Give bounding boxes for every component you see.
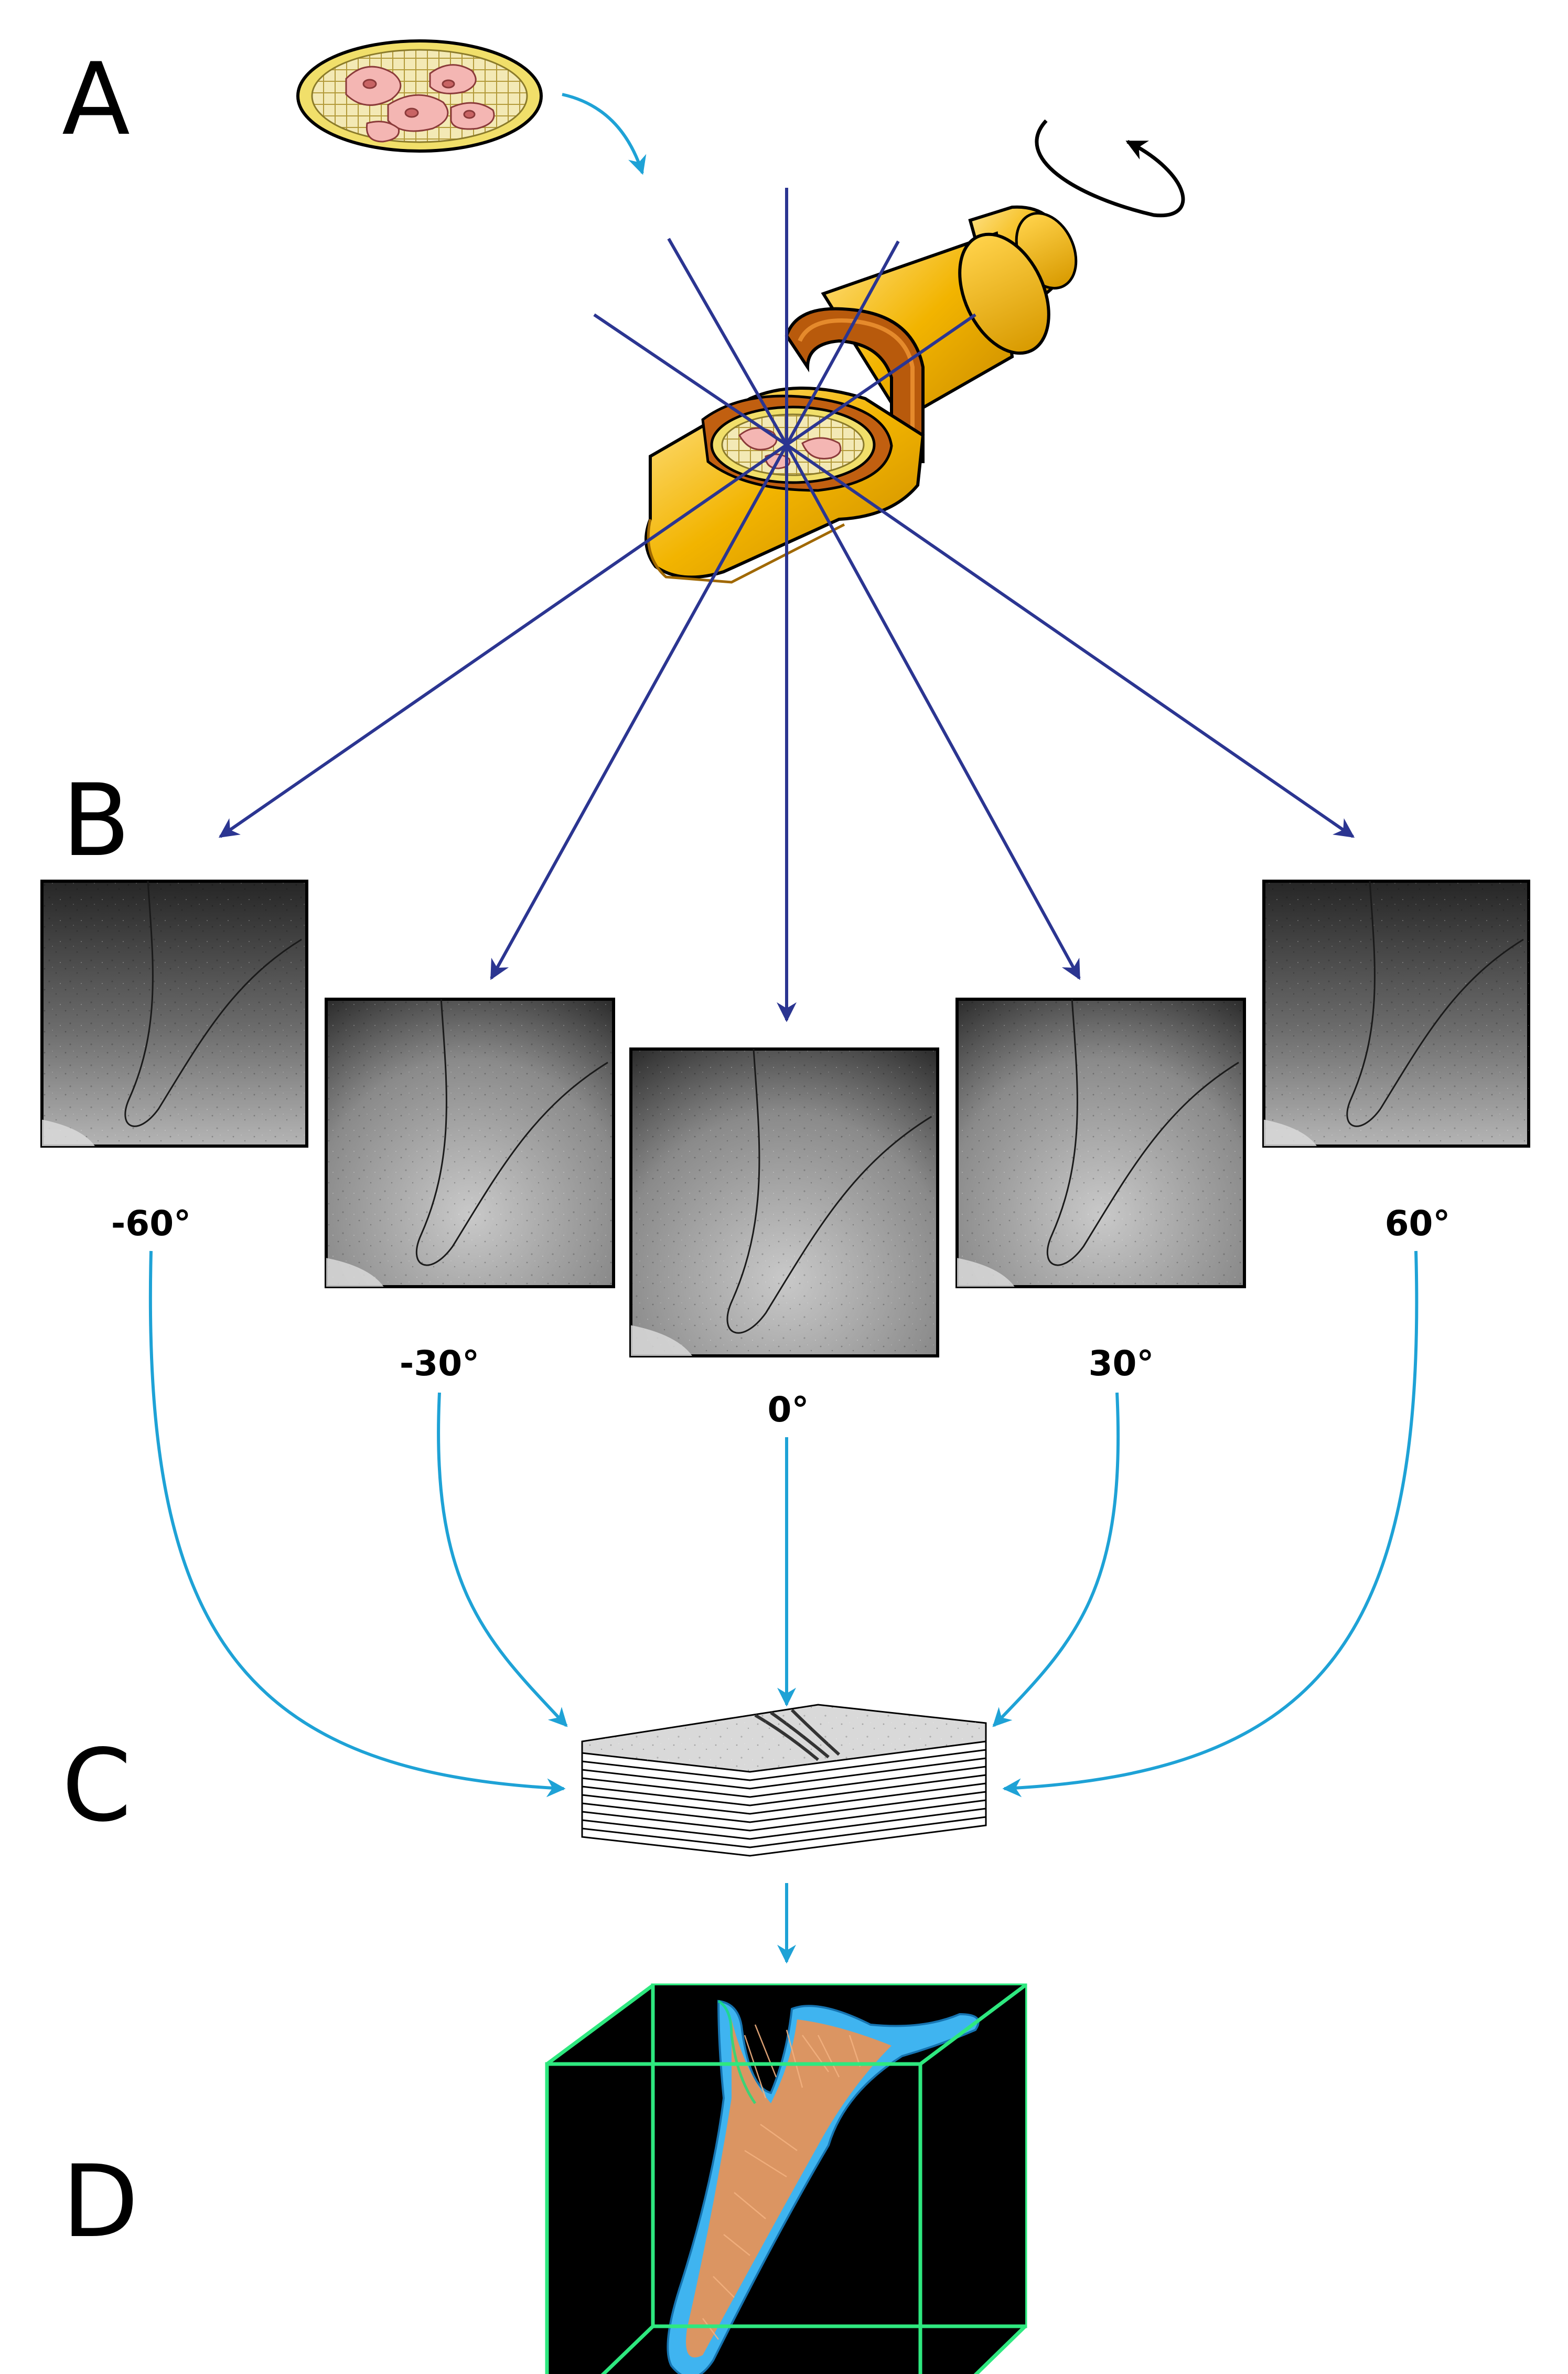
micrograph-30 [955,998,1246,1288]
em-grid-icon [296,39,543,153]
tilt-angle-label-neg60: -60° [111,1203,191,1244]
micrograph-60 [1262,880,1530,1148]
cell-reconstruction [667,1999,980,2374]
panel-label-c: C [62,1728,132,1844]
projection-arrows [218,443,1355,1022]
electron-beam-lines [593,188,976,446]
tomogram-volume-icon [545,1983,1027,2374]
stack-slice [581,1704,987,1773]
panel-label-a: A [62,41,130,157]
tilt-angle-label-neg30: -30° [400,1343,479,1384]
rotation-arrow-icon [1035,119,1185,218]
micrograph-neg30 [325,998,615,1288]
tilt-series-micrographs [40,880,1530,1357]
panel-label-d: D [62,2144,138,2260]
micrograph-neg60 [40,880,308,1148]
image-stack-icon [581,1704,987,1857]
tilt-angle-label-0: 0° [768,1389,809,1430]
panel-label-b: B [62,763,130,879]
grid-cells [345,64,495,143]
insert-grid-arrow [562,93,647,175]
tilt-angle-label-60: 60° [1385,1203,1451,1244]
reconstruction-arrows [148,1250,1419,1964]
micrograph-0 [629,1047,939,1357]
tilt-angle-label-30: 30° [1089,1343,1154,1384]
cryo-holder-icon [645,205,1078,584]
